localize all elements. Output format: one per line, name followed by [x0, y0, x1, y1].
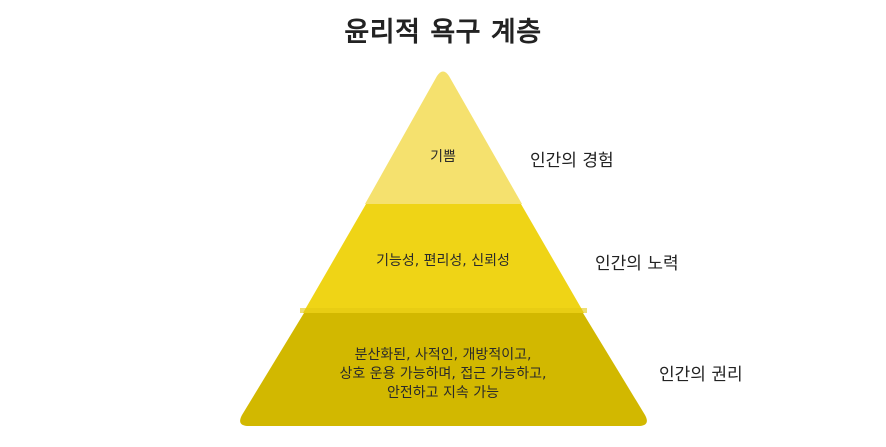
layer-top-text: 기쁨: [430, 149, 456, 165]
pyramid-layer-bottom: [240, 313, 647, 426]
diagram-title: 윤리적 욕구 계층: [344, 17, 542, 48]
pyramid-layer-middle: [303, 204, 584, 313]
pyramid-layer-top: [365, 71, 522, 204]
label-human-rights: 인간의 권리: [659, 365, 743, 385]
layer-bottom-text: 분산화된, 사적인, 개방적이고, 상호 운용 가능하며, 접근 가능하고, 안…: [293, 346, 593, 403]
label-human-effort: 인간의 노력: [595, 254, 679, 274]
label-human-experience: 인간의 경험: [530, 151, 614, 171]
layer-bottom-text-line: 상호 운용 가능하며, 접근 가능하고,: [339, 366, 547, 382]
pyramid-layer-middle-shade: [300, 308, 587, 313]
layer-bottom-text-line: 안전하고 지속 가능: [387, 385, 499, 401]
layer-bottom-text-line: 분산화된, 사적인, 개방적이고,: [354, 347, 532, 363]
layer-middle-text: 기능성, 편리성, 신뢰성: [376, 253, 510, 269]
